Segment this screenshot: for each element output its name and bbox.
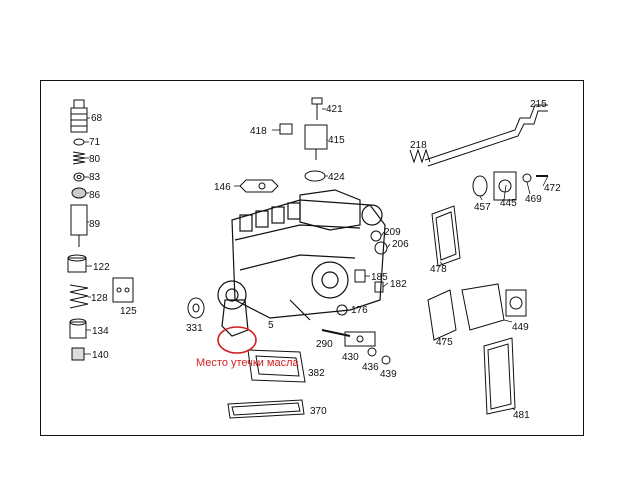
part-label-146: 146 [214, 182, 231, 193]
part-215-drawing [424, 104, 548, 167]
part-125-drawing [112, 277, 134, 303]
part-label-125: 125 [120, 306, 137, 317]
part-label-128: 128 [91, 293, 108, 304]
part-label-445: 445 [500, 198, 517, 209]
part-label-475: 475 [436, 337, 453, 348]
part-68-drawing [70, 99, 88, 133]
part-134-drawing [69, 318, 87, 339]
part-label-469: 469 [525, 194, 542, 205]
part-83-drawing [73, 172, 85, 182]
part-label-418: 418 [250, 126, 267, 137]
part-457-drawing [472, 175, 488, 197]
part-label-185: 185 [371, 272, 388, 283]
part-86-drawing [71, 187, 87, 199]
part-370-drawing [227, 399, 305, 419]
part-445-drawing [493, 171, 517, 201]
part-478-drawing [431, 205, 461, 267]
part-label-421: 421 [326, 104, 343, 115]
part-label-215: 215 [530, 99, 547, 110]
part-436-drawing [367, 347, 377, 357]
part-182-drawing [374, 281, 384, 293]
part-421-drawing [311, 97, 323, 120]
part-185-drawing [354, 269, 366, 283]
part-481-drawing [483, 337, 516, 415]
part-label-430: 430 [342, 352, 359, 363]
part-label-218: 218 [410, 140, 427, 151]
part-label-140: 140 [92, 350, 109, 361]
part-475-drawing [427, 289, 457, 341]
part-label-176: 176 [351, 305, 368, 316]
part-label-382: 382 [308, 368, 325, 379]
part-label-436: 436 [362, 362, 379, 373]
part-290-drawing [321, 329, 351, 337]
leader-lines [84, 108, 549, 411]
part-label-209: 209 [384, 227, 401, 238]
part-80-drawing [72, 151, 86, 165]
injection-pump-body [217, 189, 386, 337]
part-218-drawing [409, 148, 431, 164]
leak-location-note: Место утечки масла [196, 357, 299, 369]
part-label-68: 68 [91, 113, 103, 124]
part-label-206: 206 [392, 239, 409, 250]
part-424-drawing [304, 170, 326, 182]
part-140-drawing [71, 347, 85, 361]
part-label-457: 457 [474, 202, 491, 213]
part-label-5: 5 [268, 320, 274, 331]
part-382-drawing [247, 349, 306, 383]
part-122-drawing [67, 254, 87, 273]
part-label-83: 83 [89, 172, 101, 183]
part-label-472: 472 [544, 183, 561, 194]
part-209-drawing [370, 230, 382, 242]
part-label-481: 481 [513, 410, 530, 421]
part-label-439: 439 [380, 369, 397, 380]
part-89-drawing [70, 204, 88, 247]
part-331-drawing [187, 297, 205, 319]
part-label-415: 415 [328, 135, 345, 146]
part-label-478: 478 [430, 264, 447, 275]
part-430-drawing [344, 331, 376, 347]
part-label-331: 331 [186, 323, 203, 334]
part-label-424: 424 [328, 172, 345, 183]
part-label-80: 80 [89, 154, 101, 165]
part-label-86: 86 [89, 190, 101, 201]
part-469-drawing [522, 173, 532, 183]
part-418-drawing [279, 123, 293, 135]
part-label-134: 134 [92, 326, 109, 337]
part-label-71: 71 [89, 137, 101, 148]
part-439-drawing [381, 355, 391, 365]
leak-location-circle [217, 326, 257, 354]
part-146-drawing [239, 179, 279, 193]
part-415-drawing [304, 124, 328, 160]
part-206-drawing [374, 241, 388, 255]
part-label-370: 370 [310, 406, 327, 417]
part-label-122: 122 [93, 262, 110, 273]
part-label-449: 449 [512, 322, 529, 333]
part-label-290: 290 [316, 339, 333, 350]
part-128-drawing [69, 284, 89, 309]
part-71-drawing [73, 138, 85, 146]
part-label-89: 89 [89, 219, 101, 230]
part-label-182: 182 [390, 279, 407, 290]
diagram-frame [40, 80, 584, 436]
